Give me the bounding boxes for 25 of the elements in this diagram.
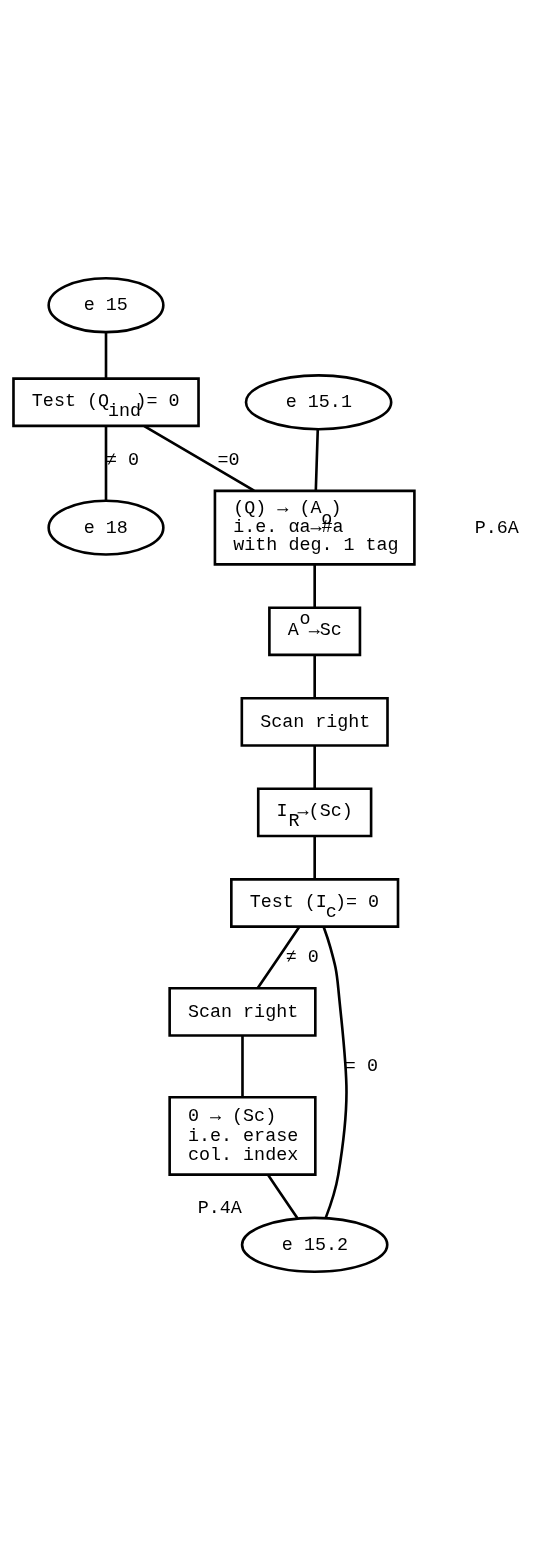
node-ellipse: e 15.1: [244, 373, 393, 430]
connector: [313, 564, 316, 607]
edge-label: ≠ 0: [285, 946, 319, 968]
edge-label: ≠ 0: [106, 449, 140, 471]
connector: [313, 745, 316, 788]
connector: [322, 926, 348, 1218]
connector: [314, 429, 320, 491]
node-ellipse: e 18: [47, 498, 165, 556]
node-box: Scan right: [168, 986, 317, 1037]
connector: [313, 835, 316, 879]
connector: [241, 1035, 244, 1097]
edge-label: =0: [217, 449, 240, 471]
connector: [104, 425, 108, 501]
connector: [256, 925, 301, 989]
node-box: Scan right: [240, 696, 389, 747]
node-ellipse: e 15.2: [240, 1216, 389, 1273]
node-label: P.4A: [197, 1197, 242, 1219]
label: P.6A: [474, 516, 519, 538]
connector: [143, 424, 255, 492]
node-ellipse: e 15: [47, 276, 165, 333]
node-box: 0 → (Sc) i.e. erase col. index: [168, 1095, 317, 1176]
connector: [104, 331, 108, 378]
connector: [267, 1173, 299, 1219]
edge-label: = 0: [344, 1055, 378, 1077]
connector: [313, 654, 316, 698]
